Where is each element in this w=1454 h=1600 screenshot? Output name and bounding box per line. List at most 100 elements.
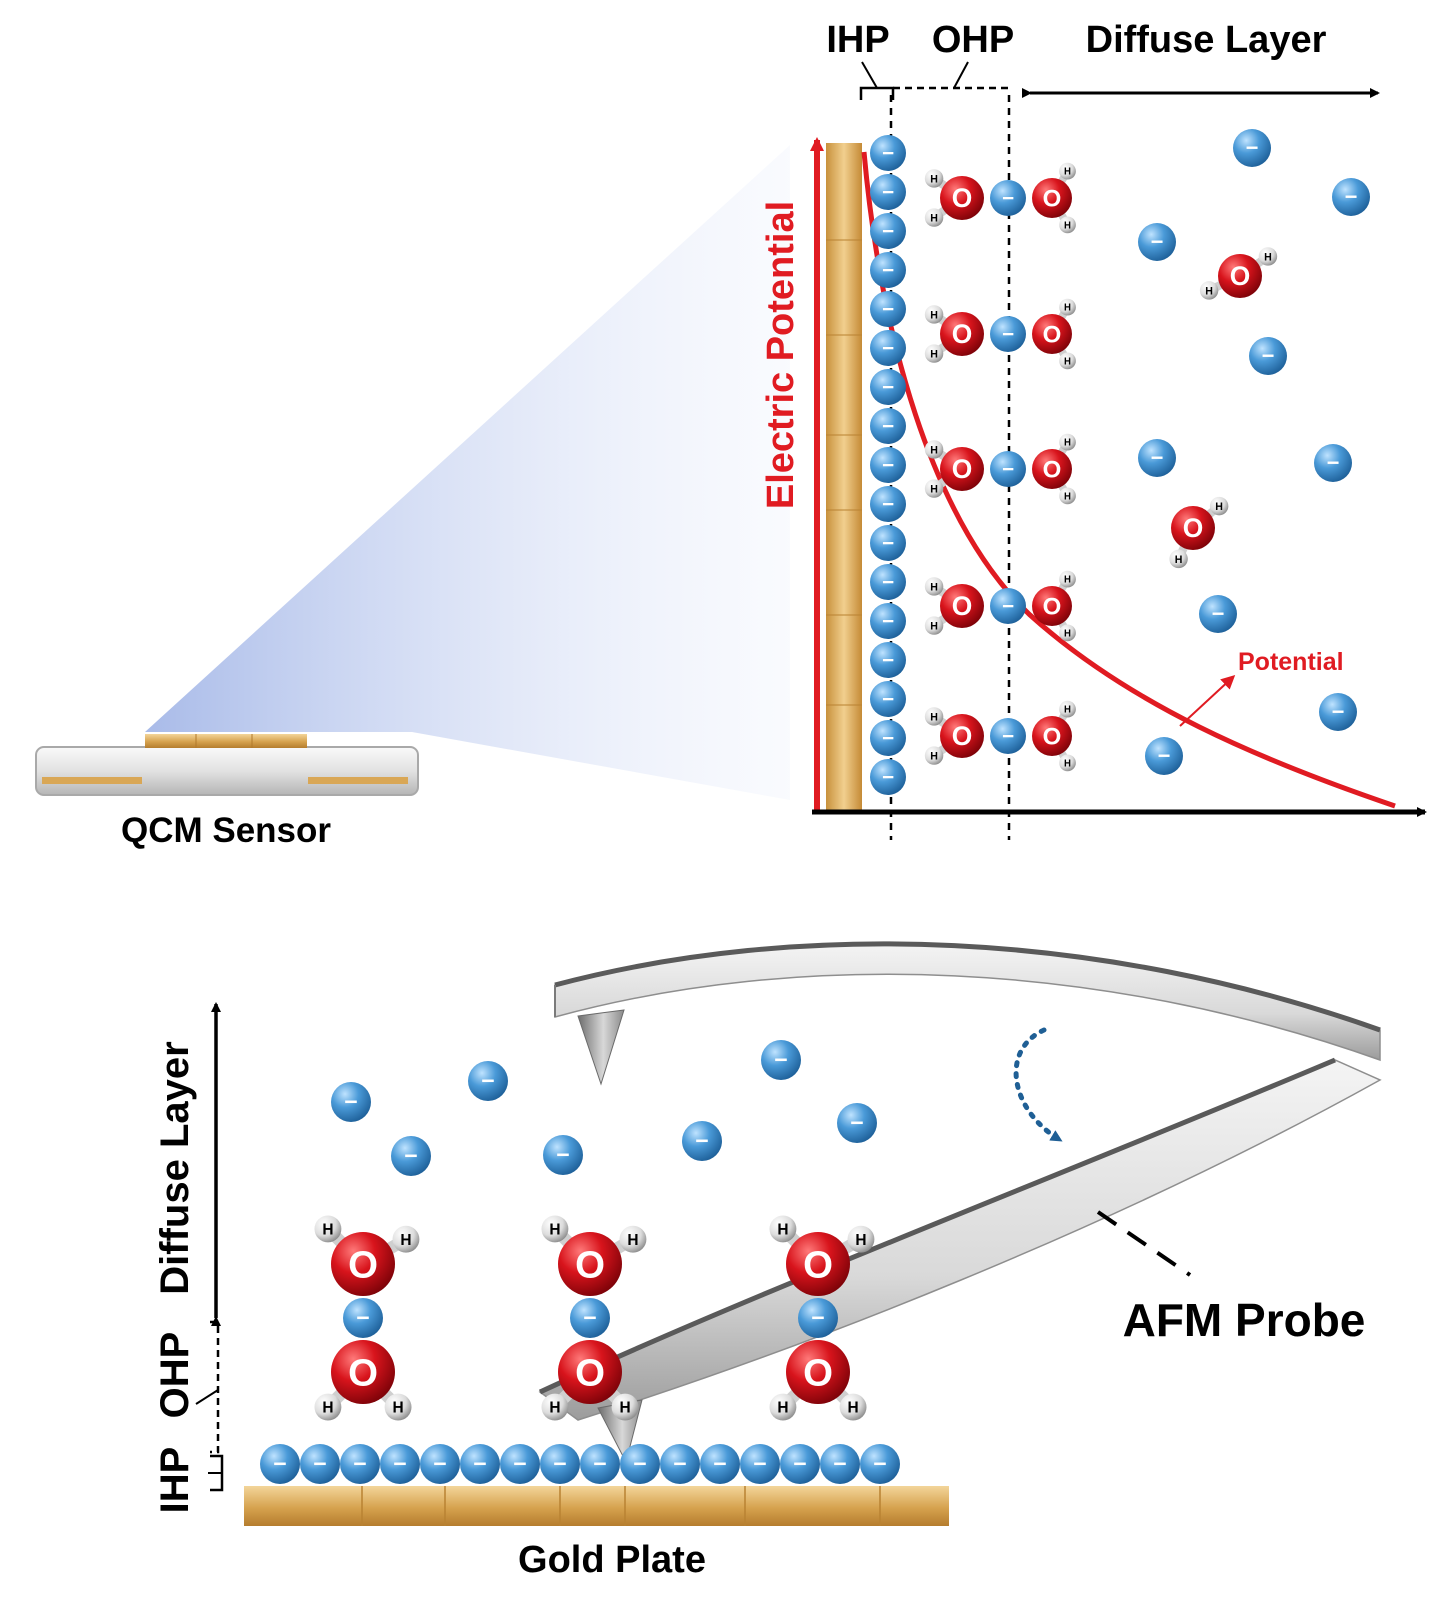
oxygen-atom — [940, 584, 984, 628]
svg-text:H: H — [1064, 438, 1071, 449]
minus-sign: − — [882, 571, 894, 594]
oxygen-atom — [1032, 449, 1072, 489]
hydrogen-atom — [541, 1215, 569, 1243]
ihp-anion: − — [870, 252, 906, 288]
svg-text:H: H — [1264, 251, 1272, 263]
ohp-water-left: HHO — [924, 707, 984, 765]
oxygen-atom — [1171, 506, 1215, 550]
upper-water: HHO — [541, 1215, 647, 1296]
diffuse-anion: − — [1314, 444, 1352, 482]
diffuse-anion: − — [1199, 595, 1237, 633]
svg-text:O: O — [952, 454, 973, 484]
minus-sign: − — [753, 1451, 766, 1477]
svg-text:H: H — [1205, 285, 1213, 297]
ihp-anion: − — [820, 1444, 860, 1484]
oxygen-atom — [1218, 254, 1262, 298]
ihp-anion: − — [780, 1444, 820, 1484]
svg-text:O: O — [803, 1243, 833, 1286]
minus-sign: − — [553, 1451, 566, 1477]
svg-text:H: H — [930, 173, 938, 185]
ihp-anion: − — [860, 1444, 900, 1484]
hydrogen-atom — [1059, 754, 1076, 772]
ihp-anion: − — [740, 1444, 780, 1484]
minus-sign: − — [313, 1451, 326, 1477]
ihp-anion: − — [540, 1444, 580, 1484]
svg-text:O: O — [1043, 321, 1062, 348]
oxygen-atom — [558, 1340, 622, 1404]
svg-text:H: H — [322, 1400, 333, 1417]
minus-sign: − — [344, 1089, 357, 1115]
minus-sign: − — [1002, 187, 1014, 210]
hydrogen-atom — [924, 746, 944, 765]
upper-water: HHO — [769, 1215, 875, 1296]
diffuse-anion: − — [1145, 737, 1183, 775]
hydrogen-atom — [1059, 352, 1076, 370]
minus-sign: − — [850, 1110, 863, 1136]
svg-text:H: H — [1064, 220, 1071, 231]
minus-sign: − — [393, 1451, 406, 1477]
svg-text:O: O — [952, 183, 973, 213]
diffuse-layer-anions: −−−−−−− — [331, 1040, 877, 1176]
hydrogen-atom — [611, 1393, 639, 1421]
svg-text:O: O — [1043, 593, 1062, 620]
oxygen-atom — [1032, 178, 1072, 218]
ohp-anion: − — [990, 588, 1026, 624]
diffuse-anion: − — [1138, 223, 1176, 261]
minus-sign: − — [633, 1451, 646, 1477]
diffuse-anion: − — [331, 1082, 371, 1122]
svg-text:O: O — [1043, 723, 1062, 750]
ihp-bracket — [859, 86, 895, 100]
svg-text:H: H — [855, 1232, 866, 1249]
minus-sign: − — [882, 220, 894, 243]
ihp-anion: − — [870, 291, 906, 327]
ihp-anion: − — [870, 720, 906, 756]
ihp-anion: − — [870, 603, 906, 639]
minus-sign: − — [882, 649, 894, 672]
svg-text:H: H — [930, 620, 938, 632]
minus-sign: − — [273, 1451, 286, 1477]
oxygen-atom — [331, 1232, 395, 1296]
diffuse-anion: − — [1233, 129, 1271, 167]
minus-sign: − — [882, 337, 894, 360]
ohp-water-right: HHO — [1032, 570, 1076, 642]
diffuse-water: HHO — [1199, 247, 1278, 300]
deflection-arrow — [1013, 1027, 1063, 1143]
potential-pointer — [1179, 674, 1236, 727]
minus-sign: − — [473, 1451, 486, 1477]
svg-text:H: H — [1064, 758, 1071, 769]
ihp-anion: − — [870, 486, 906, 522]
svg-text:H: H — [619, 1400, 630, 1417]
magnification-cone — [145, 145, 790, 800]
qcm-sensor-label: QCM Sensor — [121, 811, 331, 850]
ohp-leader — [953, 61, 969, 89]
ihp-anion: − — [870, 135, 906, 171]
minus-sign: − — [481, 1068, 494, 1094]
hydrogen-atom — [769, 1393, 797, 1421]
diffuse-layer-label-bottom: Diffuse Layer — [153, 1041, 197, 1294]
svg-text:H: H — [1064, 575, 1071, 586]
hydrogen-atom — [924, 169, 944, 188]
svg-text:H: H — [1064, 303, 1071, 314]
ihp-anion: − — [870, 759, 906, 795]
minus-sign: − — [713, 1451, 726, 1477]
minus-sign: − — [882, 532, 894, 555]
svg-text:O: O — [952, 591, 973, 621]
minus-sign: − — [882, 493, 894, 516]
minus-sign: − — [811, 1305, 824, 1331]
hydrogen-atom — [924, 440, 944, 459]
svg-text:H: H — [930, 348, 938, 360]
svg-text:H: H — [1175, 554, 1183, 566]
svg-text:O: O — [952, 721, 973, 751]
svg-text:O: O — [348, 1351, 378, 1394]
ihp-adsorbed-anions: −−−−−−−−−−−−−−−−− — [870, 135, 906, 795]
hydrogen-atom — [1169, 549, 1188, 569]
oxygen-atom — [1032, 716, 1072, 756]
afm-cantilever — [538, 941, 1382, 1464]
svg-text:O: O — [803, 1351, 833, 1394]
ihp-leader — [861, 61, 878, 89]
svg-text:H: H — [777, 1400, 788, 1417]
minus-sign: − — [882, 259, 894, 282]
